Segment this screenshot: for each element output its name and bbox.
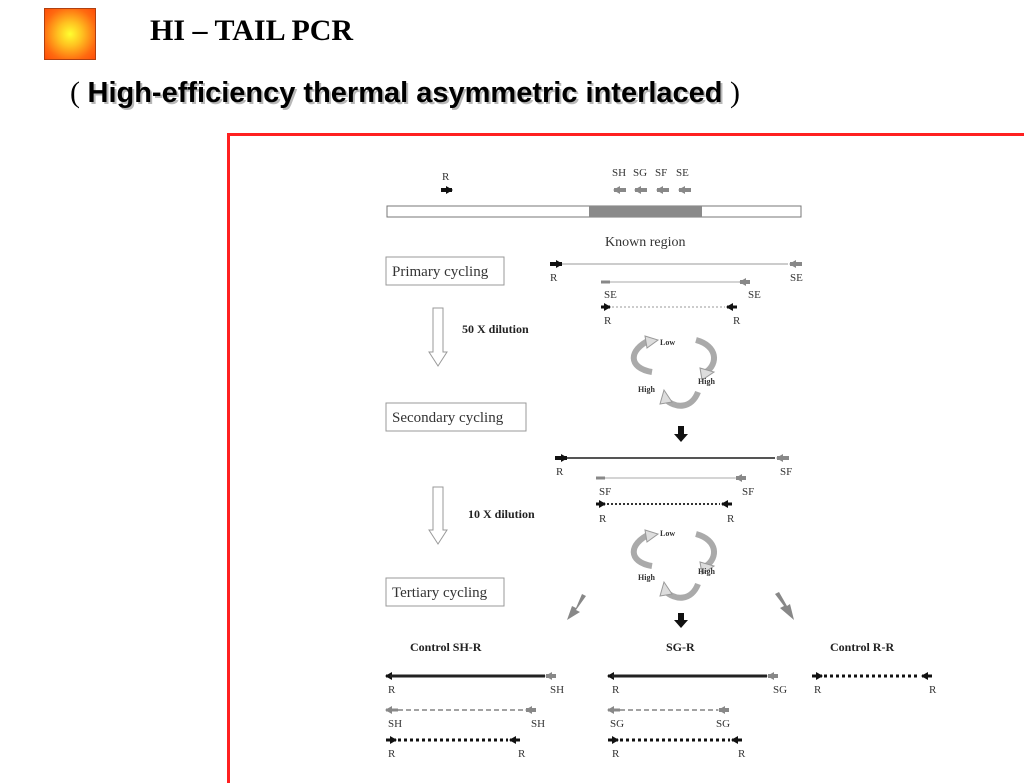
subtitle-text: High-efficiency thermal asymmetric inter… <box>87 77 723 109</box>
secondary-label-sf2b: SF <box>742 486 754 498</box>
cycle2-arc-left <box>630 531 653 569</box>
primary-cycling-label: Primary cycling <box>392 264 489 280</box>
cycle1-arrowhead-left <box>644 335 660 349</box>
cycle2-arrowhead-left <box>644 529 660 543</box>
control-r-r-header: Control R-R <box>830 640 894 654</box>
cycle2-arrowhead-bottom <box>659 580 673 597</box>
dilution-arrow-2: 10 X dilution <box>428 486 535 545</box>
cycling-loop-2: Low High High <box>630 529 717 601</box>
cycle2-low: Low <box>660 529 675 538</box>
cycle1-high-left: High <box>638 385 655 394</box>
cycle2-arc-right <box>694 531 717 569</box>
cycling-loop-1: Low High High <box>630 335 717 409</box>
label-sh-top: SH <box>612 167 626 179</box>
top-primers-nested: SH SG SF SE <box>612 167 691 194</box>
label-se-top: SE <box>676 167 689 179</box>
secondary-label-r1: R <box>556 466 564 478</box>
primary-label-r3b: R <box>733 315 741 327</box>
primary-label-r1: R <box>550 272 558 284</box>
csh-label-sh1: SH <box>550 684 564 696</box>
sg-r-products: R SG SG SG R R <box>607 672 787 760</box>
cycle1-arc-left <box>630 337 653 375</box>
cycle1-arrowhead-right <box>699 367 716 381</box>
tertiary-cycling-box <box>385 577 505 607</box>
branch-arrow-left <box>567 594 586 620</box>
control-r-r-products: R R <box>812 672 937 696</box>
csh-label-sh2b: SH <box>531 718 545 730</box>
csh-label-r3b: R <box>518 748 526 760</box>
figure-frame <box>227 133 1024 783</box>
primary-label-r3a: R <box>604 315 612 327</box>
primary-label-se2a: SE <box>604 289 617 301</box>
primary-products: R SE SE SE R R <box>550 260 803 327</box>
csh-label-sh2a: SH <box>388 718 402 730</box>
subtitle-close-paren: ) <box>722 76 741 109</box>
branch-arrow-middle <box>674 613 688 628</box>
known-region-segment <box>589 206 702 217</box>
secondary-cycling-label: Secondary cycling <box>392 410 504 426</box>
known-region-label: Known region <box>605 235 686 250</box>
secondary-cycling-box <box>385 402 527 432</box>
branch-arrow-right <box>775 592 794 620</box>
control-sh-r-products: R SH SH SH R R <box>385 672 564 760</box>
secondary-label-sf2a: SF <box>599 486 611 498</box>
dilution-arrow-1: 50 X dilution <box>428 307 529 367</box>
cycle1-high-right: High <box>698 377 715 386</box>
cycle2-arrowhead-right <box>699 561 716 575</box>
tertiary-cycling-label: Tertiary cycling <box>392 585 488 601</box>
subtitle-open-paren: ( <box>70 76 88 109</box>
top-primer-r: R <box>441 171 453 194</box>
branch-arrows <box>567 592 794 628</box>
sg-label-sg2a: SG <box>610 718 624 730</box>
label-sg-top: SG <box>633 167 647 179</box>
sg-label-r3b: R <box>738 748 746 760</box>
csh-label-r1: R <box>388 684 396 696</box>
sg-label-sg1: SG <box>773 684 787 696</box>
csh-label-r3a: R <box>388 748 396 760</box>
label-sf-top: SF <box>655 167 667 179</box>
primary-label-se1: SE <box>790 272 803 284</box>
secondary-products: R SF SF SF R R <box>555 454 792 525</box>
secondary-label-r3b: R <box>727 513 735 525</box>
control-sh-r-header: Control SH-R <box>410 640 482 654</box>
cycle1-arrowhead-bottom <box>659 388 673 405</box>
cycle2-high-right: High <box>698 567 715 576</box>
crr-label-rb: R <box>929 684 937 696</box>
crr-label-ra: R <box>814 684 822 696</box>
secondary-label-r3a: R <box>599 513 607 525</box>
primary-label-se2b: SE <box>748 289 761 301</box>
slide-title: HI – TAIL PCR <box>150 14 354 47</box>
sg-r-header: SG-R <box>666 640 695 654</box>
hollow-down-arrow-2 <box>428 486 448 545</box>
cycle1-arc-right <box>694 337 717 375</box>
bullet-square-icon <box>44 8 96 60</box>
cycle2-high-left: High <box>638 573 655 582</box>
secondary-label-sf1: SF <box>780 466 792 478</box>
hollow-down-arrow-1 <box>428 307 448 367</box>
dilution-1-label: 50 X dilution <box>462 322 529 336</box>
sg-label-sg2b: SG <box>716 718 730 730</box>
sg-label-r1: R <box>612 684 620 696</box>
sg-label-r3a: R <box>612 748 620 760</box>
label-r-top: R <box>442 171 450 183</box>
dilution-2-label: 10 X dilution <box>468 507 535 521</box>
solid-down-arrow-1 <box>674 426 688 442</box>
cycle1-low: Low <box>660 338 675 347</box>
slide-subtitle: ( High-efficiency thermal asymmetric int… <box>70 76 740 110</box>
primary-cycling-box <box>385 256 505 286</box>
